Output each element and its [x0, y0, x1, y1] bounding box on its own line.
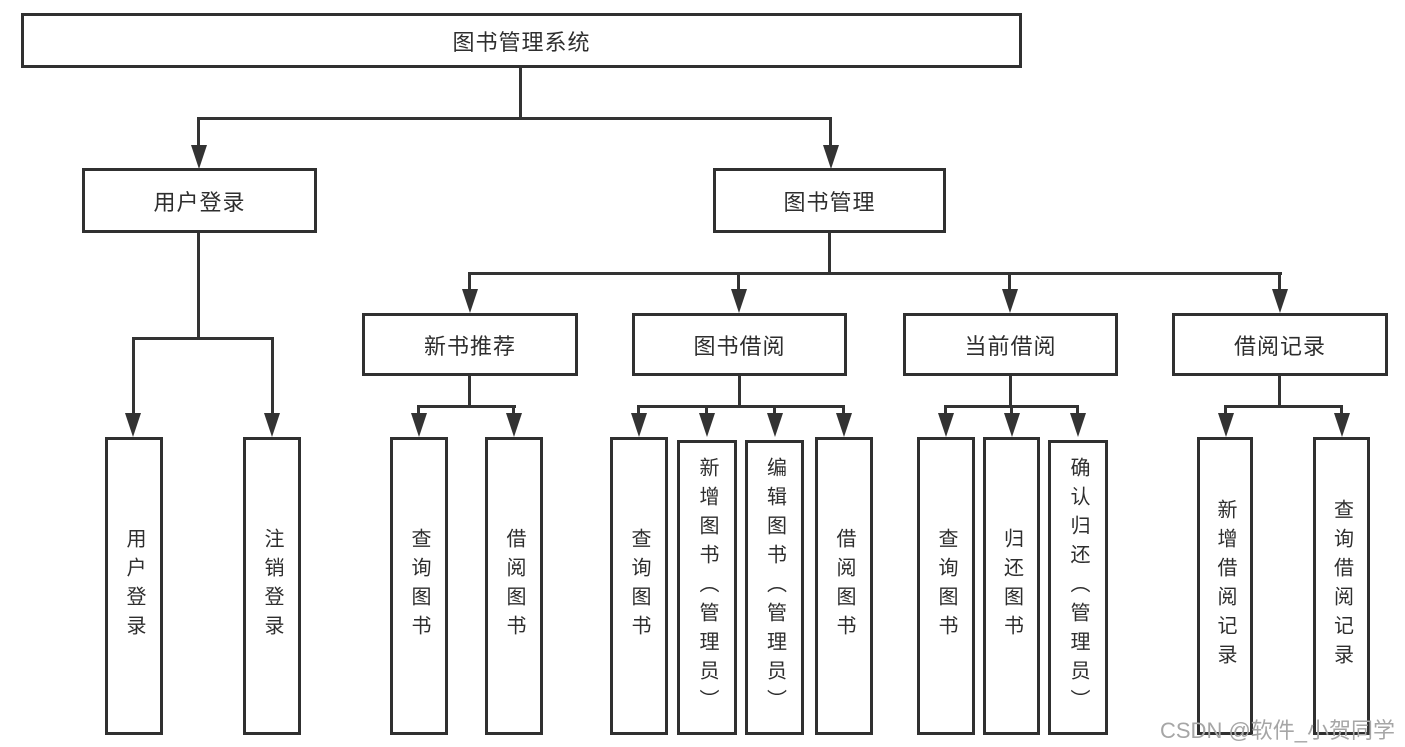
leaf-add-borrow-record: 新增借阅记录	[1197, 437, 1253, 735]
arrowhead-icon	[767, 413, 783, 437]
arrowhead-icon	[938, 413, 954, 437]
connector-group-vertical	[738, 376, 741, 405]
connector-to-leaf	[271, 337, 274, 416]
node-user-login: 用户登录	[82, 168, 317, 233]
leaf-label: 查询图书	[628, 528, 650, 644]
leaf-borrow-query-books: 查询图书	[610, 437, 668, 735]
node-book-borrow: 图书借阅	[632, 313, 847, 376]
leaf-label: 借阅图书	[833, 528, 855, 644]
node-borrow-records: 借阅记录	[1172, 313, 1388, 376]
leaf-label: 查询借阅记录	[1330, 499, 1353, 673]
arrowhead-icon	[823, 145, 839, 169]
leaf-recommend-borrow-books: 借阅图书	[485, 437, 543, 735]
leaf-label: 确认归还（管理员）	[1067, 457, 1089, 718]
node-label: 图书管理系统	[452, 29, 591, 55]
connector-user-login-horizontal	[132, 337, 274, 340]
connector-book-mgmt-vertical	[828, 232, 831, 272]
node-book-management: 图书管理	[713, 168, 946, 233]
connector-group-vertical	[1278, 375, 1281, 405]
arrowhead-icon	[191, 145, 207, 169]
arrowhead-icon	[1272, 289, 1288, 313]
connector-to-book-borrow	[737, 272, 740, 292]
connector-to-borrow-records	[1278, 272, 1281, 292]
arrowhead-icon	[1070, 413, 1086, 437]
connector-to-leaf	[1010, 405, 1013, 416]
node-label: 当前借阅	[964, 333, 1057, 359]
connector-to-leaf	[842, 405, 845, 416]
leaf-query-borrow-record: 查询借阅记录	[1313, 437, 1370, 735]
arrowhead-icon	[1334, 413, 1350, 437]
leaf-current-query-books: 查询图书	[917, 437, 975, 735]
node-label: 借阅记录	[1233, 333, 1326, 359]
node-new-book-recommend: 新书推荐	[362, 313, 578, 376]
connector-group-horizontal	[1224, 405, 1343, 408]
connector-group-vertical	[468, 376, 471, 405]
arrowhead-icon	[125, 413, 141, 437]
node-label: 用户登录	[153, 189, 246, 215]
connector-user-login-vertical	[197, 233, 200, 337]
arrowhead-icon	[1002, 289, 1018, 313]
connector-to-leaf	[512, 405, 515, 416]
connector-to-leaf	[132, 337, 135, 416]
connector-group-horizontal	[417, 405, 516, 408]
arrowhead-icon	[731, 289, 747, 313]
connector-to-current-borrow	[1008, 272, 1011, 292]
node-current-borrow: 当前借阅	[903, 313, 1118, 376]
arrowhead-icon	[631, 413, 647, 437]
connector-to-leaf	[705, 405, 708, 416]
connector-group-horizontal	[637, 405, 845, 408]
node-label: 图书借阅	[693, 333, 786, 359]
leaf-label: 查询图书	[935, 528, 957, 644]
leaf-return-books: 归还图书	[983, 437, 1040, 735]
connector-to-leaf	[1340, 405, 1343, 416]
connector-to-leaf	[1076, 405, 1079, 416]
leaf-label: 查询图书	[408, 528, 430, 644]
arrowhead-icon	[836, 413, 852, 437]
connector-to-leaf	[773, 405, 776, 416]
arrowhead-icon	[264, 413, 280, 437]
connector-to-leaf	[417, 405, 420, 416]
connector-to-new-book-recommend	[468, 272, 471, 292]
leaf-user-login: 用户登录	[105, 437, 163, 735]
leaf-label: 编辑图书（管理员）	[763, 457, 786, 718]
leaf-logout: 注销登录	[243, 437, 301, 735]
leaf-add-books-admin: 新增图书（管理员）	[677, 440, 737, 735]
arrowhead-icon	[506, 413, 522, 437]
connector-to-leaf	[637, 405, 640, 416]
leaf-label: 新增图书（管理员）	[696, 457, 718, 718]
csdn-watermark: CSDN @软件_小贺同学	[1160, 718, 1396, 743]
connector-to-book-management	[829, 117, 832, 148]
arrowhead-icon	[1004, 413, 1020, 437]
leaf-label: 借阅图书	[503, 528, 525, 644]
arrowhead-icon	[411, 413, 427, 437]
connector-root-vertical	[519, 68, 522, 117]
arrowhead-icon	[1218, 413, 1234, 437]
leaf-confirm-return-admin: 确认归还（管理员）	[1048, 440, 1108, 735]
arrowhead-icon	[462, 289, 478, 313]
leaf-recommend-query-books: 查询图书	[390, 437, 448, 735]
connector-book-mgmt-horizontal	[468, 272, 1282, 275]
connector-to-user-login	[197, 117, 200, 148]
connector-to-leaf	[1224, 405, 1227, 416]
leaf-label: 用户登录	[123, 528, 145, 644]
connector-group-vertical	[1009, 376, 1012, 405]
leaf-edit-books-admin: 编辑图书（管理员）	[745, 440, 804, 735]
leaf-label: 注销登录	[261, 528, 283, 644]
connector-root-horizontal	[197, 117, 832, 120]
node-label: 图书管理	[783, 189, 876, 215]
node-library-management-system: 图书管理系统	[21, 13, 1022, 68]
node-label: 新书推荐	[423, 333, 516, 359]
arrowhead-icon	[699, 413, 715, 437]
leaf-borrow-books: 借阅图书	[815, 437, 873, 735]
leaf-label: 归还图书	[1000, 528, 1023, 644]
leaf-label: 新增借阅记录	[1214, 499, 1236, 673]
connector-to-leaf	[944, 405, 947, 416]
